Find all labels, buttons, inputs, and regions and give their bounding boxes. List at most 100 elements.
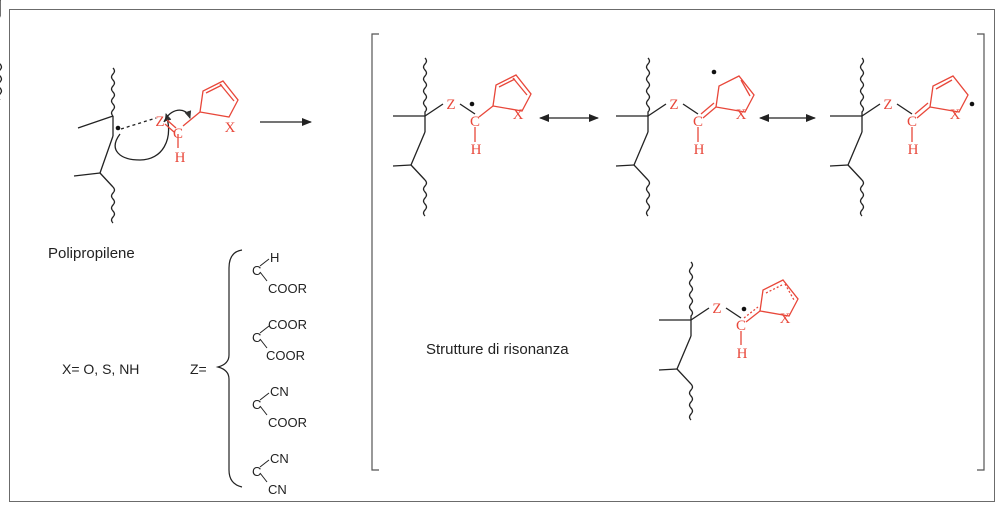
bond bbox=[259, 325, 270, 334]
bond bbox=[259, 392, 270, 401]
atom-x: X bbox=[950, 107, 961, 123]
atom-z: Z bbox=[712, 301, 721, 317]
z-option-4: C CN CN bbox=[252, 451, 289, 497]
bond bbox=[259, 472, 268, 483]
atom-x: X bbox=[225, 120, 236, 136]
left-square-bracket bbox=[371, 33, 379, 471]
bond bbox=[166, 119, 177, 129]
ring-partial-bond bbox=[765, 284, 783, 294]
z-prefix-label: Z= bbox=[190, 361, 207, 377]
bond bbox=[99, 135, 114, 174]
bond bbox=[182, 111, 201, 127]
bond bbox=[745, 310, 761, 323]
z-option-1-top: H bbox=[270, 250, 279, 265]
atom-h: H bbox=[694, 142, 705, 158]
electron-arrow-small bbox=[163, 109, 192, 123]
resonance-structure-1: Z C H X bbox=[392, 57, 532, 217]
forming-bond-dashed bbox=[120, 117, 157, 130]
atom-c: C bbox=[736, 318, 746, 334]
z-option-1-c: C bbox=[252, 263, 261, 278]
z-options-brace bbox=[215, 249, 243, 488]
resonance-structure-3: Z C H X bbox=[829, 57, 975, 217]
radical-dot bbox=[115, 125, 121, 131]
z-option-4-bottom: CN bbox=[268, 482, 287, 497]
electron-arrow-large bbox=[114, 113, 172, 161]
z-option-2-bottom: COOR bbox=[266, 348, 305, 363]
atom-z: Z bbox=[155, 114, 164, 130]
ring-double-bond bbox=[512, 77, 528, 96]
z-option-4-c: C bbox=[252, 464, 261, 479]
atom-h: H bbox=[737, 346, 748, 362]
resonance-hybrid-structure: Z C H X bbox=[658, 261, 799, 421]
atom-c: C bbox=[693, 114, 703, 130]
radical-dot bbox=[711, 69, 717, 75]
atom-h: H bbox=[471, 142, 482, 158]
radical-dot bbox=[469, 101, 475, 107]
z-option-2: C COOR COOR bbox=[252, 317, 307, 363]
bond bbox=[99, 172, 114, 188]
backbone bbox=[615, 57, 699, 217]
atom-z: Z bbox=[446, 97, 455, 113]
atom-c: C bbox=[173, 126, 183, 142]
z-option-1: C H COOR bbox=[252, 250, 307, 296]
atom-x: X bbox=[780, 311, 791, 327]
backbone bbox=[658, 261, 742, 421]
five-membered-ring bbox=[199, 80, 239, 118]
z-option-4-top: CN bbox=[270, 451, 289, 466]
ring-double-bond bbox=[740, 79, 751, 97]
atom-h: H bbox=[908, 142, 919, 158]
atom-c: C bbox=[907, 114, 917, 130]
ring-double-bond bbox=[935, 79, 953, 90]
atom-h: H bbox=[175, 150, 186, 166]
z-option-3-top: CN bbox=[270, 384, 289, 399]
atom-z: Z bbox=[669, 97, 678, 113]
atom-x: X bbox=[513, 107, 524, 123]
reactant-red-group bbox=[164, 80, 239, 148]
five-membered-ring bbox=[492, 74, 532, 112]
bond bbox=[259, 338, 268, 349]
bond bbox=[914, 102, 929, 115]
ring-double-bond bbox=[205, 84, 223, 94]
bond bbox=[73, 172, 101, 177]
bond bbox=[478, 105, 494, 118]
bond bbox=[77, 115, 114, 129]
backbone bbox=[392, 57, 476, 217]
z-option-3-c: C bbox=[252, 397, 261, 412]
resonance-label: Strutture di risonanza bbox=[426, 341, 569, 358]
atom-z: Z bbox=[883, 97, 892, 113]
ring-double-bond bbox=[219, 83, 235, 102]
radical-dot bbox=[741, 306, 747, 312]
five-membered-ring bbox=[929, 75, 969, 113]
wavy-chain-top bbox=[110, 67, 116, 117]
bond bbox=[700, 102, 715, 115]
bond bbox=[702, 106, 717, 119]
right-square-bracket bbox=[977, 33, 985, 471]
z-option-3-bottom: COOR bbox=[268, 415, 307, 430]
ring-double-bond bbox=[498, 78, 516, 88]
ring-partial-bond bbox=[784, 283, 795, 301]
polymer-label: Polipropilene bbox=[48, 245, 135, 262]
figure-frame bbox=[9, 9, 995, 502]
atom-c: C bbox=[470, 114, 480, 130]
bond bbox=[259, 459, 270, 468]
bond bbox=[259, 271, 268, 282]
reactant-structure bbox=[73, 67, 192, 224]
wavy-chain-bottom bbox=[110, 186, 116, 224]
z-option-2-c: C bbox=[252, 330, 261, 345]
radical-dot bbox=[969, 101, 975, 107]
bond bbox=[259, 258, 270, 267]
resonance-structure-2: Z C H X bbox=[615, 57, 755, 217]
five-membered-ring bbox=[715, 75, 755, 113]
partial-double-bond bbox=[743, 306, 759, 319]
x-definition-label: X= O, S, NH bbox=[62, 361, 139, 377]
z-option-3: C CN COOR bbox=[252, 384, 307, 430]
bond bbox=[259, 405, 268, 416]
z-option-1-bottom: COOR bbox=[268, 281, 307, 296]
atom-x: X bbox=[736, 107, 747, 123]
bond bbox=[916, 106, 931, 119]
five-membered-ring bbox=[759, 279, 799, 317]
z-option-2-top: COOR bbox=[268, 317, 307, 332]
backbone bbox=[829, 57, 913, 217]
